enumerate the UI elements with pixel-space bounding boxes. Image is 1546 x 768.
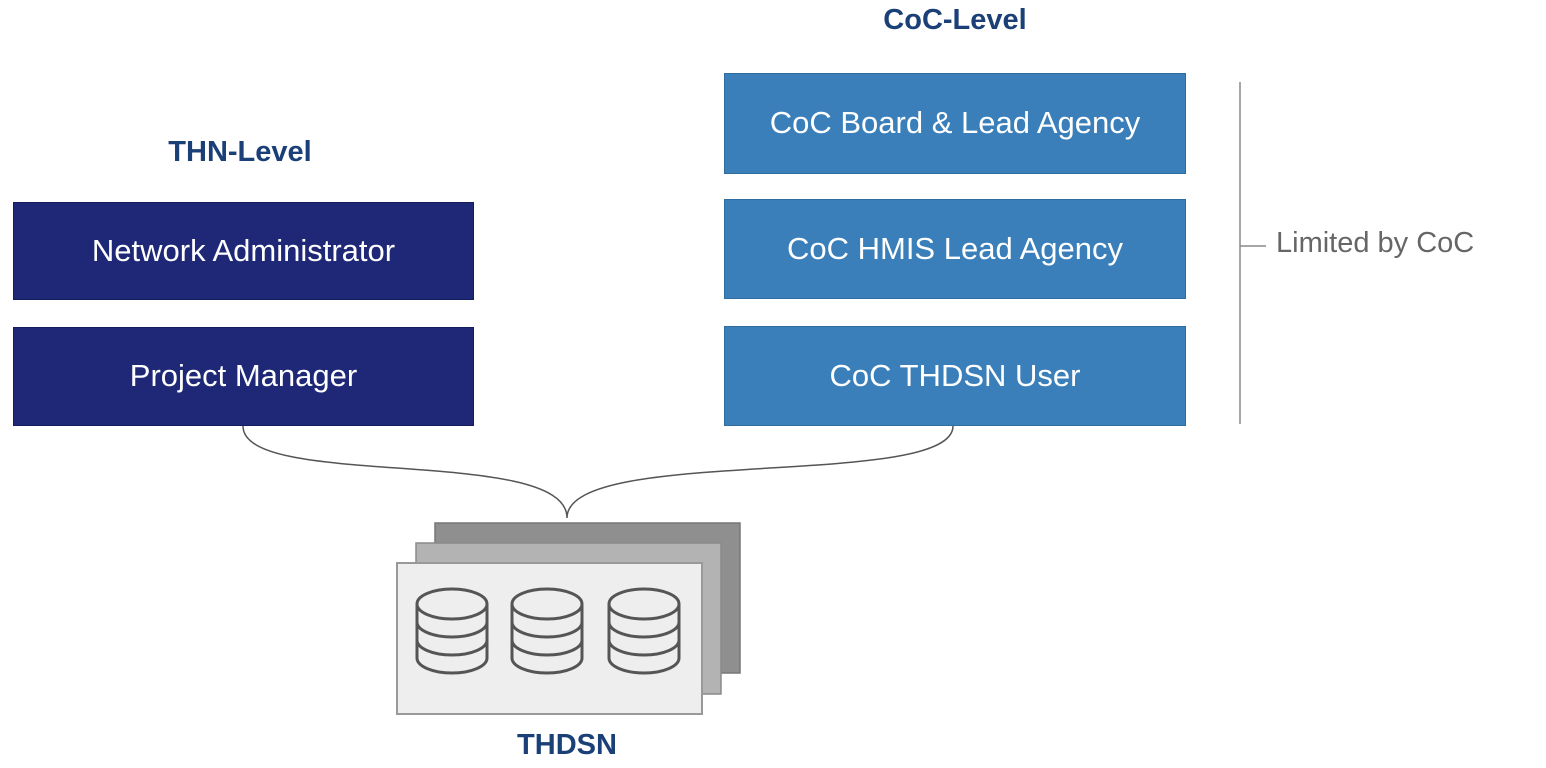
coc-level-heading: CoC-Level bbox=[883, 4, 1027, 36]
database-cylinder-icon bbox=[607, 587, 681, 675]
thn-level-heading: THN-Level bbox=[168, 136, 312, 168]
coc-hmis-lead-agency-label: CoC HMIS Lead Agency bbox=[786, 230, 1123, 266]
coc-board-lead-agency-label: CoC Board & Lead Agency bbox=[769, 105, 1141, 141]
database-cylinder-icon bbox=[415, 587, 489, 675]
network-administrator-box: Network Administrator bbox=[13, 202, 474, 300]
connector-brace bbox=[242, 425, 954, 519]
thdsn-heading: THDSN bbox=[517, 729, 617, 761]
coc-thdsn-user-label: CoC THDSN User bbox=[829, 357, 1081, 393]
coc-thdsn-user-box: CoC THDSN User bbox=[724, 326, 1186, 426]
limited-by-coc-label: Limited by CoC bbox=[1276, 227, 1475, 259]
coc-hmis-lead-agency-box: CoC HMIS Lead Agency bbox=[724, 199, 1186, 299]
database-stack-icon bbox=[396, 522, 741, 715]
database-cylinder-icon bbox=[510, 587, 584, 675]
project-manager-label: Project Manager bbox=[129, 358, 358, 394]
project-manager-box: Project Manager bbox=[13, 327, 474, 426]
network-administrator-label: Network Administrator bbox=[91, 232, 396, 268]
coc-board-lead-agency-box: CoC Board & Lead Agency bbox=[724, 73, 1186, 174]
stack-front-panel bbox=[396, 562, 703, 715]
